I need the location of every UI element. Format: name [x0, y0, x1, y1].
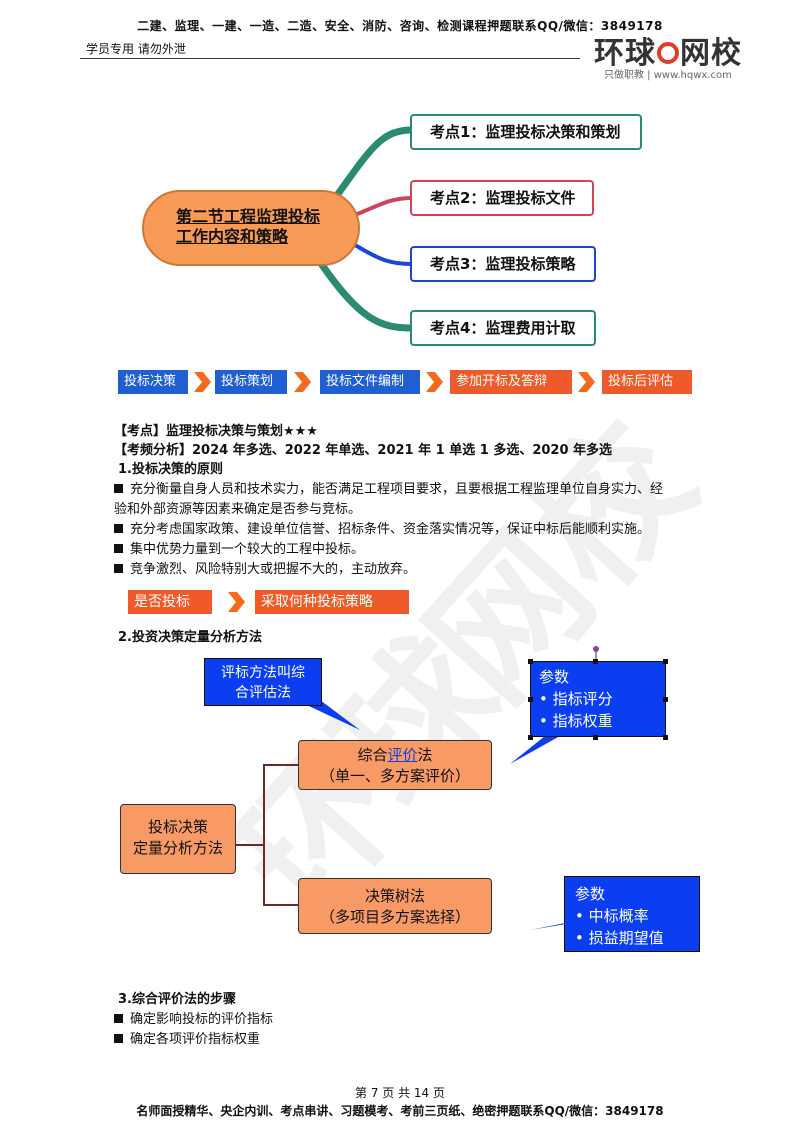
- bullet-square-icon: [114, 1014, 123, 1023]
- flow-step-4: 参加开标及答辩: [450, 370, 572, 394]
- quant-method-box: 投标决策定量分析方法: [120, 804, 236, 874]
- decision-tree-box: 决策树法（多项目多方案选择）: [298, 878, 492, 934]
- frequency-analysis: 【考频分析】2024 年多选、2022 年单选、2021 年 1 单选 1 多选…: [114, 443, 613, 458]
- brand-slogan: 只做职教 | www.hqwx.com: [604, 70, 732, 81]
- mindmap-branch-4: 考点4：监理费用计取: [410, 310, 596, 346]
- brand-logo: 环球网校: [594, 36, 742, 71]
- mindmap-connectors: [316, 126, 416, 332]
- bullet-square-icon: [114, 1034, 123, 1043]
- logo-play-icon: [657, 41, 679, 64]
- chevron-right-icon: [228, 592, 245, 612]
- chevron-right-icon: [294, 372, 311, 392]
- parameters-box-2: 参数 • 中标概率 • 损益期望值: [564, 876, 700, 952]
- mindmap-branch-2: 考点2：监理投标文件: [410, 180, 594, 216]
- list-item-continuation: 验和外部资源等因素来确定是否参与竞标。: [114, 502, 362, 517]
- header-contact-line: 二建、监理、一建、一造、二造、安全、消防、咨询、检测课程押题联系QQ/微信：38…: [137, 19, 663, 33]
- flow2-step-2: 采取何种投标策略: [255, 590, 409, 614]
- heading-evaluation-steps: 3.综合评价法的步骤: [118, 992, 236, 1007]
- header-divider: [80, 58, 580, 59]
- chevron-right-icon: [578, 372, 595, 392]
- header-internal-note: 学员专用 请勿外泄: [86, 42, 186, 56]
- list-item: 确定各项评价指标权重: [114, 1030, 260, 1050]
- heading-principles: 1.投标决策的原则: [118, 462, 223, 477]
- mindmap-center-topic: 第二节工程监理投标工作内容和策略: [142, 190, 360, 266]
- flow-step-1: 投标决策: [118, 370, 188, 394]
- list-item: 确定影响投标的评价指标: [114, 1010, 273, 1030]
- list-item: 充分考虑国家政策、建设单位信誉、招标条件、资金落实情况等，保证中标后能顺利实施。: [114, 520, 650, 540]
- chevron-right-icon: [426, 372, 443, 392]
- flow-step-2: 投标策划: [215, 370, 287, 394]
- list-item: 竞争激烈、风险特别大或把握不大的，主动放弃。: [114, 560, 416, 580]
- diagram-connectors: [236, 700, 590, 930]
- list-item: 集中优势力量到一个较大的工程中投标。: [114, 540, 364, 560]
- flow2-step-1: 是否投标: [128, 590, 212, 614]
- bullet-square-icon: [114, 484, 123, 493]
- mindmap-branch-1: 考点1：监理投标决策和策划: [410, 114, 642, 150]
- flow-step-5: 投标后评估: [602, 370, 692, 394]
- comprehensive-evaluation-box: 综合评价法 （单一、多方案评价）: [298, 740, 492, 790]
- heading-quant-methods: 2.投资决策定量分析方法: [118, 630, 262, 645]
- bullet-square-icon: [114, 564, 123, 573]
- mindmap-branch-3: 考点3：监理投标策略: [410, 246, 596, 282]
- bullet-square-icon: [114, 544, 123, 553]
- chevron-right-icon: [194, 372, 211, 392]
- flow-step-3: 投标文件编制: [320, 370, 420, 394]
- footer-contact-line: 名师面授精华、央企内训、考点串讲、习题模考、考前三页纸、绝密押题联系QQ/微信：…: [136, 1104, 664, 1118]
- callout-evaluation-note: 评标方法叫综合评估法: [204, 658, 322, 706]
- kaodian-heading: 【考点】监理投标决策与策划★★★: [114, 424, 318, 439]
- list-item: 充分衡量自身人员和技术实力，能否满足工程项目要求，且要根据工程监理单位自身实力、…: [114, 480, 663, 500]
- page-number: 第 7 页 共 14 页: [355, 1086, 445, 1100]
- selection-handles: [528, 646, 668, 740]
- bullet-square-icon: [114, 524, 123, 533]
